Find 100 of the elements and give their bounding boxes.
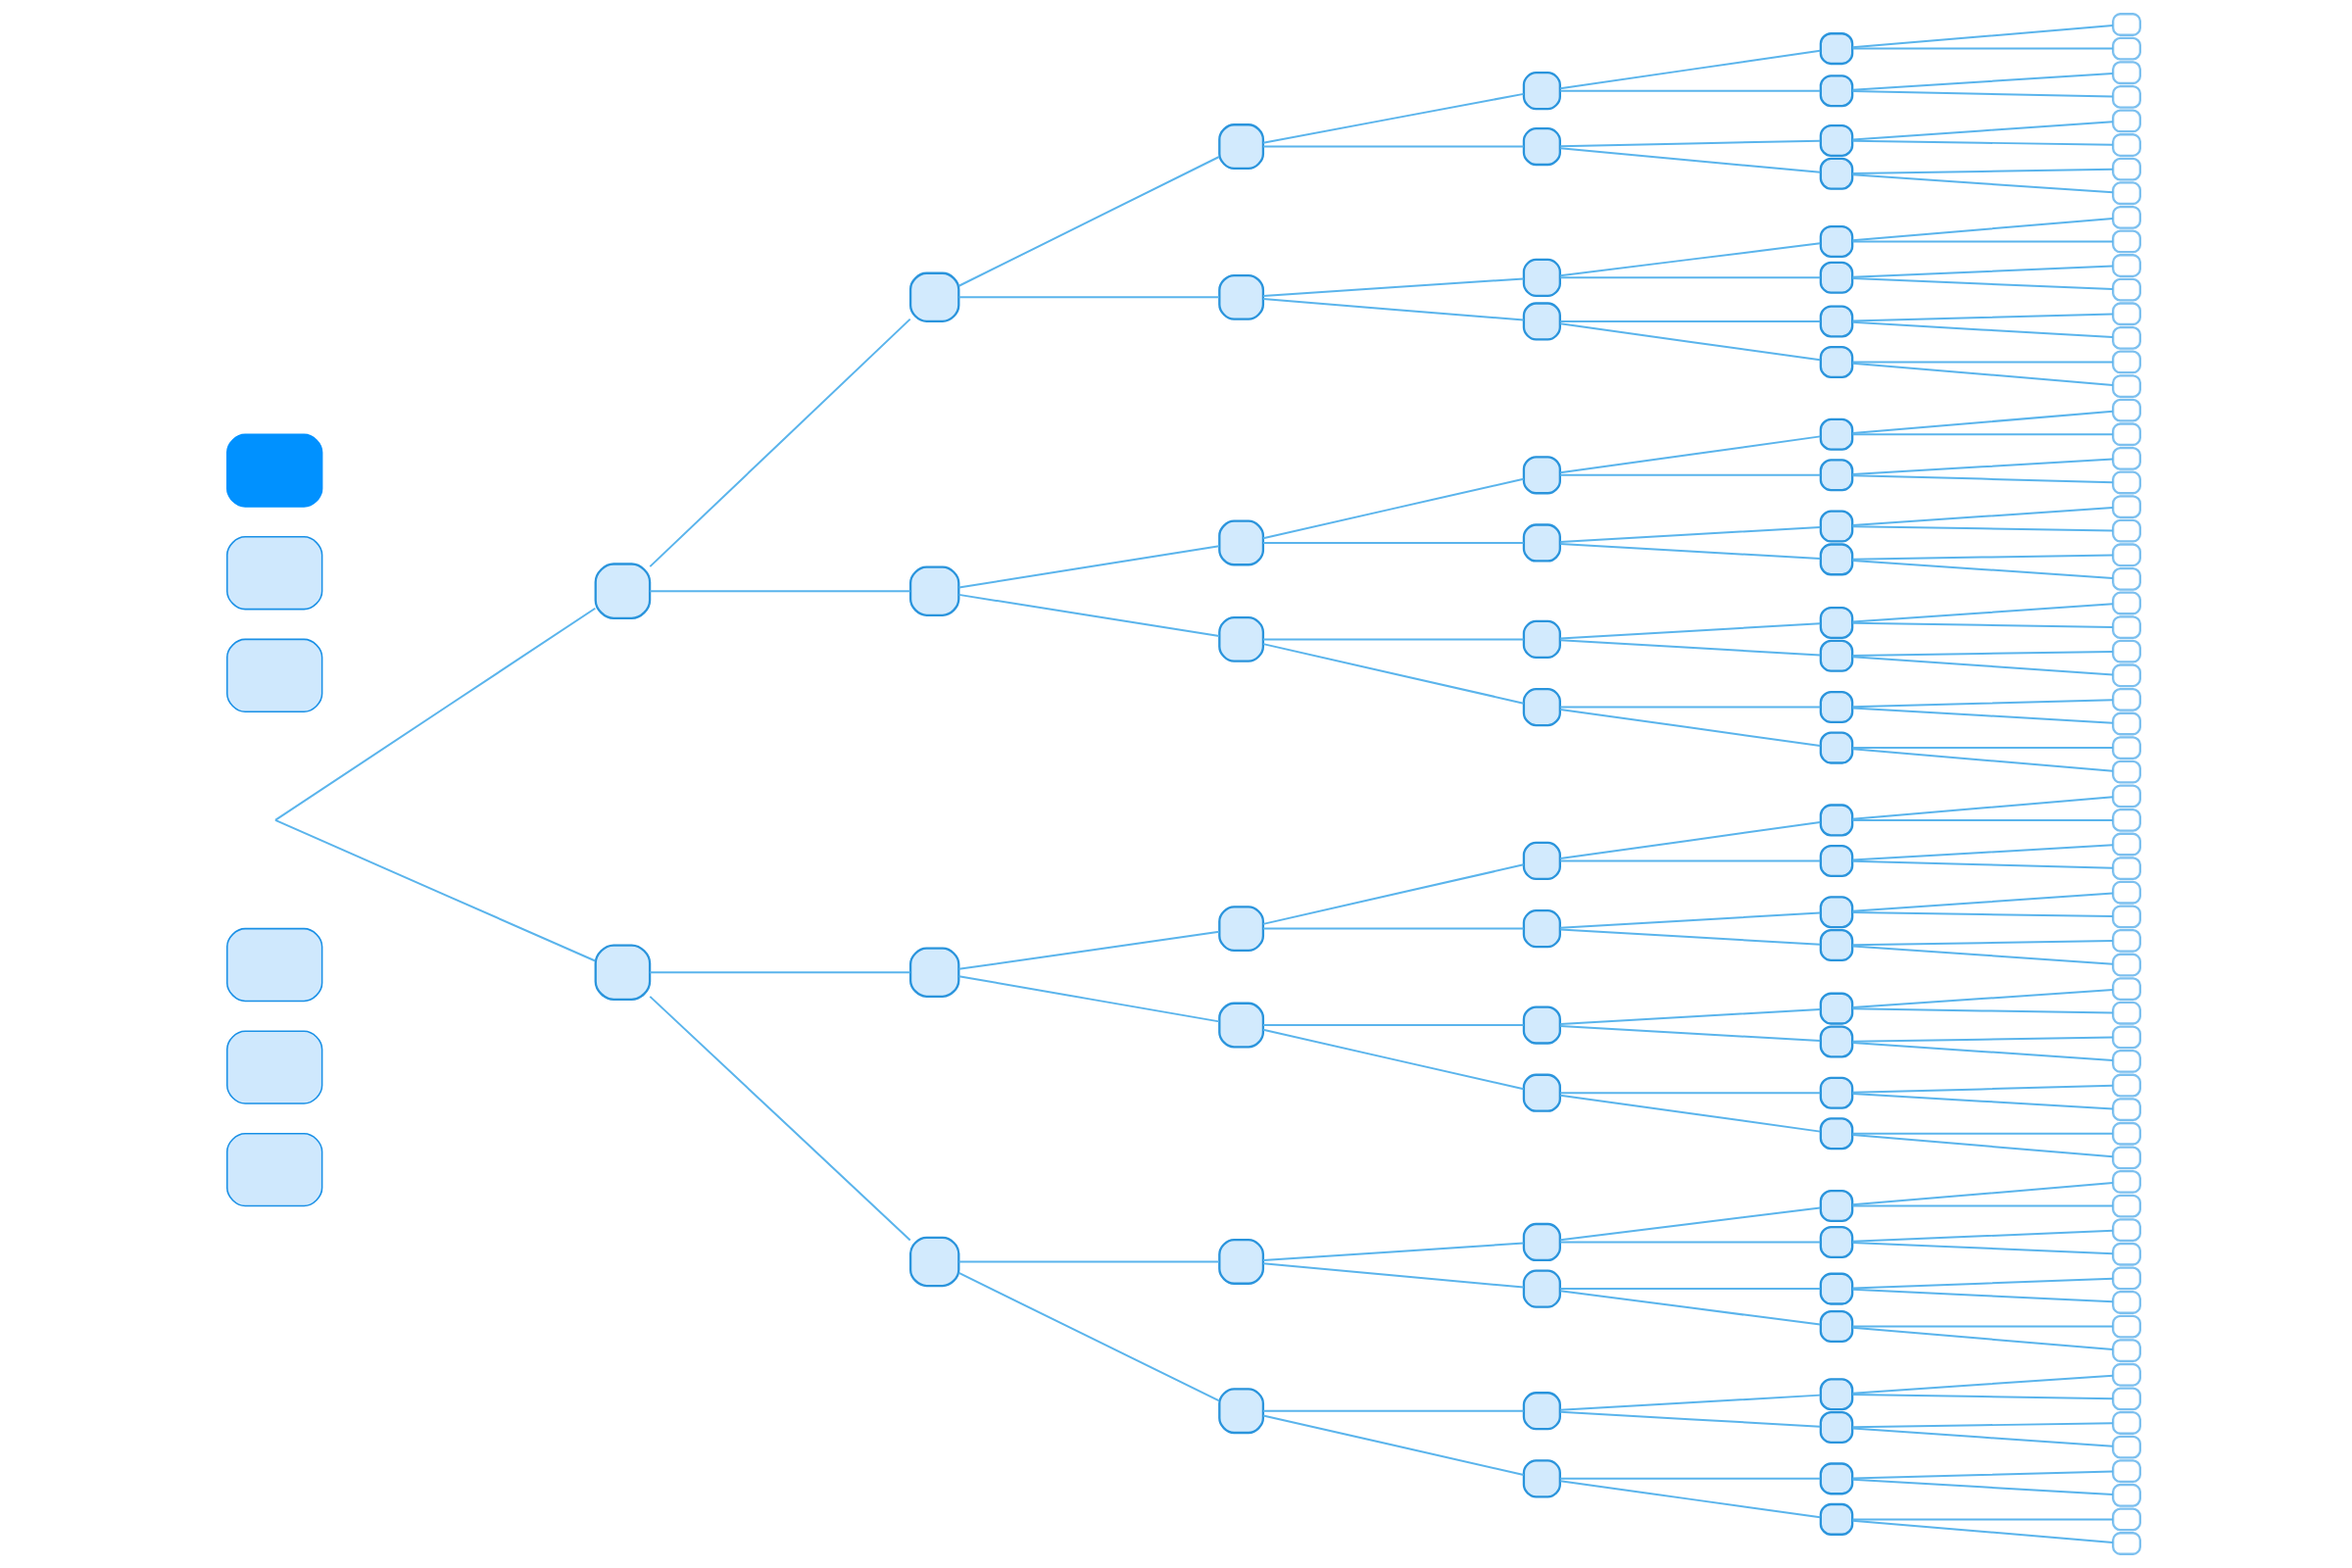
node-box	[1819, 74, 1853, 108]
node-box	[2111, 157, 2141, 181]
connector	[1850, 989, 2114, 1009]
connector	[1850, 554, 2114, 561]
connector	[1850, 940, 2114, 947]
node-box	[1819, 123, 1853, 157]
node-box	[1819, 1117, 1853, 1151]
connector	[1261, 477, 1525, 540]
connector	[273, 607, 596, 962]
connector	[1850, 24, 2114, 49]
node-box	[1217, 906, 1264, 953]
node-box	[2111, 1387, 2141, 1411]
connector	[1850, 73, 2114, 91]
connector	[1850, 1084, 2114, 1094]
connector	[1850, 276, 2114, 291]
connector	[1850, 844, 2114, 861]
connector	[1850, 361, 2114, 364]
node-box	[2111, 36, 2141, 61]
connector	[1261, 1414, 1525, 1476]
node-box	[1522, 72, 1561, 111]
node-box	[2111, 398, 2141, 422]
node-box	[2111, 1073, 2141, 1098]
connector	[1850, 945, 2114, 965]
connector	[1850, 1394, 2114, 1400]
connector	[1558, 242, 1821, 277]
node-box	[1819, 1502, 1853, 1536]
connector	[957, 975, 1220, 1023]
connector	[1850, 621, 2114, 628]
connector	[1850, 506, 2114, 527]
node-box	[2111, 1218, 2141, 1243]
node-box	[1217, 1388, 1264, 1435]
connector	[1558, 622, 1821, 640]
node-box	[1819, 929, 1853, 962]
connector	[1850, 1374, 2114, 1395]
node-box	[2111, 615, 2141, 639]
connector	[1261, 1262, 1525, 1289]
connector	[1850, 818, 2114, 821]
connector	[1850, 1007, 2114, 1014]
node-box	[2111, 1459, 2141, 1484]
connector	[1558, 1410, 1821, 1428]
connector	[1558, 1241, 1821, 1244]
node-box	[1522, 258, 1561, 297]
node-box	[1819, 992, 1853, 1025]
node-box	[2111, 1435, 2141, 1459]
node-box	[1522, 687, 1561, 727]
connector	[957, 593, 1220, 638]
connector	[1558, 709, 1821, 747]
node-box	[1819, 804, 1853, 837]
connector	[1261, 277, 1525, 297]
node-box	[2111, 1025, 2141, 1050]
node-box	[2111, 1242, 2141, 1266]
node-box	[1819, 844, 1853, 877]
node-box	[2111, 446, 2141, 470]
node-box	[1819, 224, 1853, 258]
node-box	[1819, 32, 1853, 66]
node-box	[594, 563, 651, 619]
connector	[1850, 265, 2114, 278]
node-box	[908, 271, 959, 323]
connector	[1558, 1290, 1821, 1326]
connector	[1850, 433, 2114, 436]
node-box	[1819, 417, 1853, 451]
connector	[1558, 928, 1821, 946]
node-box	[594, 944, 651, 1002]
connector	[1558, 911, 1821, 929]
connector	[1850, 1132, 2114, 1135]
connector	[1850, 1518, 2114, 1521]
connector	[1850, 1422, 2114, 1429]
node-box	[2111, 181, 2141, 206]
connector	[1850, 892, 2114, 912]
node-box	[1819, 1378, 1853, 1411]
connector	[1850, 707, 2114, 724]
node-box	[2111, 13, 2141, 36]
node-box	[1522, 456, 1561, 495]
connector	[1850, 1519, 2114, 1544]
node-box	[2111, 1170, 2141, 1194]
connector	[1850, 1326, 2114, 1351]
node-box	[1819, 1190, 1853, 1223]
connector	[1558, 525, 1821, 543]
node-box	[1217, 519, 1264, 566]
connector	[1261, 1028, 1525, 1091]
connector	[1850, 1242, 2114, 1255]
node-box	[1217, 1239, 1264, 1285]
connector	[648, 995, 911, 1242]
node-box	[1819, 157, 1853, 190]
node-box	[2111, 1266, 2141, 1291]
connector	[1850, 410, 2114, 434]
connector	[1558, 1394, 1821, 1411]
node-box	[2111, 663, 2141, 688]
connector	[1850, 1036, 2114, 1043]
connector	[1558, 859, 1821, 862]
node-box	[2111, 1146, 2141, 1170]
connector	[957, 156, 1220, 287]
node-box	[1819, 896, 1853, 929]
node-box	[2111, 857, 2141, 881]
connector	[957, 930, 1220, 970]
node-box	[2111, 977, 2141, 1002]
node-box	[2111, 61, 2141, 85]
connector	[1850, 1093, 2114, 1110]
connector	[1850, 320, 2114, 339]
connector	[1558, 706, 1821, 709]
